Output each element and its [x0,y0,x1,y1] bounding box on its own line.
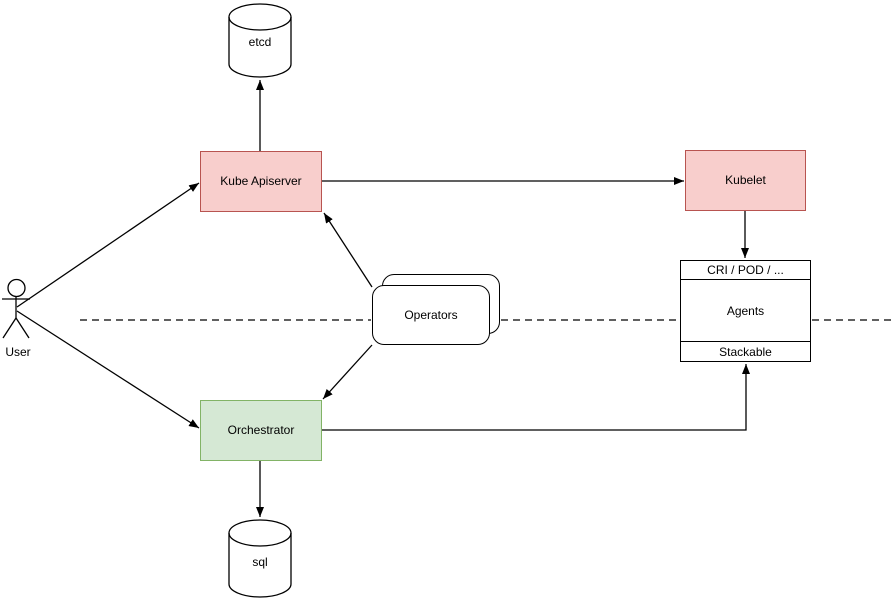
operators-label: Operators [404,307,458,322]
operators-node[interactable]: Operators [372,285,490,345]
agent-stack-header[interactable]: CRI / POD / ... [681,261,810,280]
cri-pod-label: CRI / POD / ... [707,263,784,277]
edge-operators-to-orchestrator [322,344,373,400]
edge-user-to-orchestrator [16,310,200,429]
agent-stack-node[interactable]: CRI / POD / ... Agents Stackable [680,260,811,362]
kube-apiserver-node[interactable]: Kube Apiserver [200,151,322,212]
orchestrator-label: Orchestrator [227,423,295,438]
sql-label: sql [252,555,268,569]
kubelet-node[interactable]: Kubelet [685,150,806,211]
edge-user-to-apiserver [16,182,200,308]
agent-stack-footer[interactable]: Stackable [681,341,810,361]
edge-orchestrator-to-stackable [322,364,750,431]
etcd-cylinder[interactable] [228,3,292,78]
etcd-label: etcd [248,35,272,49]
orchestrator-node[interactable]: Orchestrator [200,400,322,461]
sql-cylinder[interactable] [228,519,292,598]
edge-operators-to-apiserver [323,212,373,288]
kube-apiserver-label: Kube Apiserver [220,174,302,189]
agent-stack-body[interactable]: Agents [681,280,810,341]
stackable-label: Stackable [719,344,772,359]
agents-label: Agents [726,303,765,318]
user-actor-figure[interactable] [2,278,30,339]
kubelet-label: Kubelet [725,173,766,188]
user-label: User [5,345,31,359]
